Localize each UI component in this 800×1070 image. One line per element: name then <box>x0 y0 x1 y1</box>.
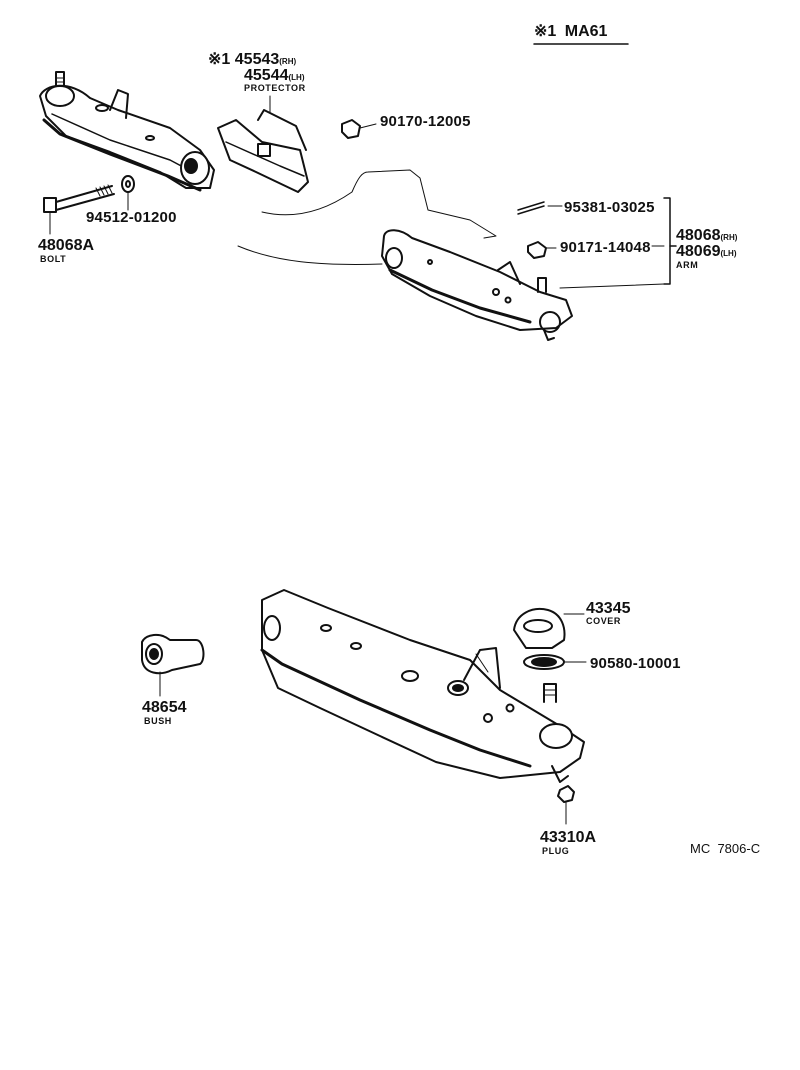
arm-lh-suffix: (LH) <box>720 249 737 258</box>
cover <box>513 608 585 649</box>
header-model: MA61 <box>564 23 608 40</box>
washer-part: 94512-01200 <box>86 209 177 226</box>
upper-right-arm <box>381 229 573 341</box>
nut-upper <box>341 119 377 139</box>
plug-name: PLUG <box>542 846 570 856</box>
cover-name: COVER <box>586 616 622 626</box>
protector-name: PROTECTOR <box>244 83 306 93</box>
cover-part: 43345 <box>586 600 631 617</box>
bottom-arm <box>260 589 585 783</box>
protector-rh-part: 45543 <box>234 51 280 68</box>
nut-lower <box>527 241 557 259</box>
ring-part: 90580-10001 <box>590 655 681 672</box>
bolt-part: 48068A <box>38 237 95 254</box>
nut-upper-part: 90170-12005 <box>380 113 471 130</box>
header: ※1 MA61 <box>534 24 607 40</box>
bush-part: 48654 <box>142 699 187 716</box>
cotter-pin <box>517 201 563 215</box>
header-mark: ※1 <box>534 23 557 40</box>
bolt-name: BOLT <box>40 254 67 264</box>
arm-rh-suffix: (RH) <box>720 233 738 242</box>
washer <box>121 175 135 211</box>
protector-lh-label: 45544(LH) <box>244 68 305 84</box>
arm-name: ARM <box>676 260 699 270</box>
diagram-code: MC 7806-C <box>690 841 761 856</box>
protector-lh-part: 45544 <box>244 67 289 84</box>
plug-part: 43310A <box>540 829 597 846</box>
bush <box>141 634 205 697</box>
arm-bracket <box>559 197 677 289</box>
arm-lh-label: 48069(LH) <box>676 244 737 260</box>
protector-mark: ※1 <box>208 51 231 68</box>
arm-lh-part: 48069 <box>676 243 721 260</box>
arm-rh-part: 48068 <box>676 227 721 244</box>
bush-name: BUSH <box>144 716 172 726</box>
protector-rh-suffix: (RH) <box>279 57 297 66</box>
bolt <box>43 184 115 235</box>
protector-rh-label: ※1 45543(RH) <box>208 52 296 68</box>
nut-lower-part: 90171-14048 <box>560 239 651 256</box>
plug <box>557 785 575 825</box>
pin-part: 95381-03025 <box>564 199 655 216</box>
protector-lh-suffix: (LH) <box>288 73 305 82</box>
body-outline <box>237 169 497 265</box>
upper-left-arm <box>39 71 215 192</box>
protector-bracket <box>217 95 309 193</box>
ring <box>523 654 587 670</box>
arm-rh-label: 48068(RH) <box>676 228 737 244</box>
